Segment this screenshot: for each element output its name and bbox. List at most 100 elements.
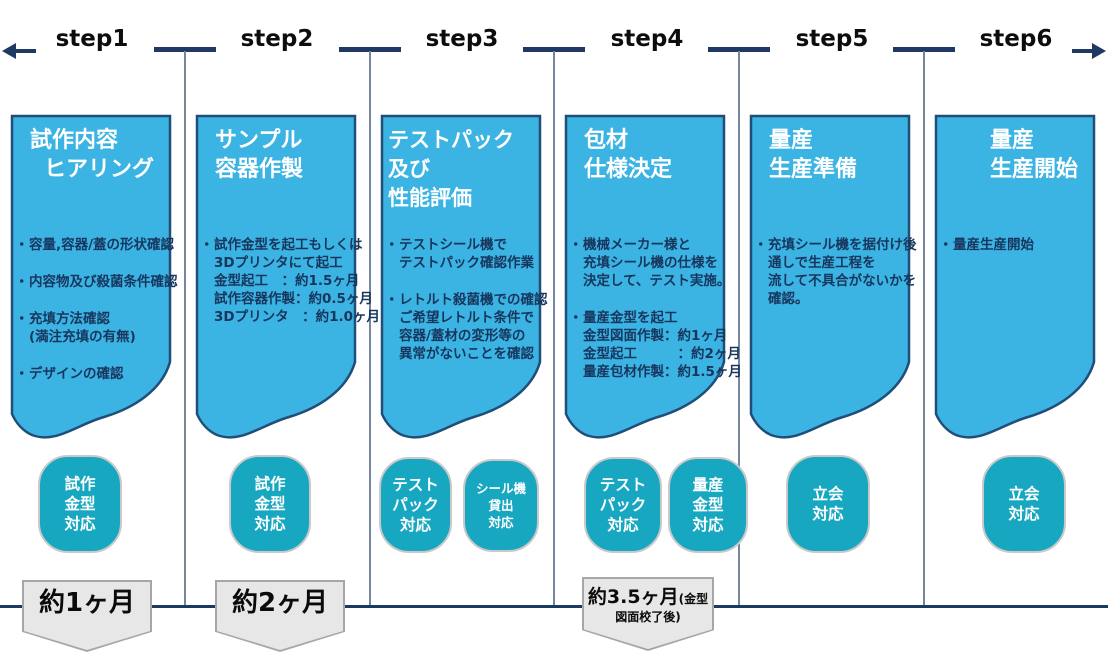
bullet-line: テストシール機で [399, 237, 507, 253]
duration-main: 約3.5ヶ月 [587, 586, 679, 608]
timeline-cap [339, 47, 401, 52]
bullet-line: 充填シール機を据付け後 [768, 237, 917, 253]
card-title-line: 仕様決定 [584, 157, 673, 182]
bullet-item: ・ 内容物及び殺菌条件確認 [15, 273, 182, 291]
timeline-right-arrow-icon [1072, 43, 1106, 59]
card-title-line: 生産開始 [990, 157, 1079, 182]
bullet-line: 容器/蓋材の変形等の [399, 328, 526, 344]
badge-line: パック [599, 496, 647, 514]
card-bullets: ・ テストシール機で テストパック確認作業 ・ レトルト殺菌機での確認 ご希望レ… [385, 236, 552, 382]
bullet-line: 量産包材作製：約1.5ヶ月 [583, 364, 742, 380]
bullet-marker: ・ [569, 237, 583, 253]
card-title: 量産 生産開始 [934, 114, 1096, 184]
badge-line: 対応 [692, 516, 724, 534]
badge-line: 対応 [1008, 505, 1040, 523]
banner-shape [564, 114, 726, 439]
card-title-line: 生産準備 [769, 157, 858, 182]
badge-line: 金型 [254, 495, 286, 513]
card-bullets: ・ 充填シール機を据付け後 通しで生産工程を 流して不具合がないかを 確認。 [754, 236, 921, 327]
bullet-line: 異常がないことを確認 [399, 346, 534, 362]
duration-label: 約1ヶ月 [22, 580, 152, 622]
bullet-line: テストパック確認作業 [399, 255, 534, 271]
bullet-line: 金型図面作製：約1ヶ月 [583, 328, 728, 344]
card-title: 包材 仕様決定 [564, 114, 726, 184]
card-title-line: 量産 [769, 128, 814, 153]
timeline-baseline [0, 605, 1108, 608]
bullet-line: (満注充填の有無) [29, 329, 136, 345]
card-title-line: 量産 [990, 128, 1035, 153]
duration-label: 約2ヶ月 [215, 580, 345, 622]
bullet-marker: ・ [200, 237, 214, 253]
card-title-line: テストパック [388, 128, 514, 152]
step-label-1: step1 [55, 26, 129, 52]
step5-card: 量産 生産準備 ・ 充填シール機を据付け後 通しで生産工程を 流して不具合がない… [749, 114, 917, 446]
bullet-line: 3Dプリンタにて起工 [214, 255, 343, 271]
bullet-line: 試作容器作製：約0.5ヶ月 [214, 291, 373, 307]
card-title-line: 及び [388, 157, 430, 181]
bullet-line: 機械メーカー様と [583, 237, 691, 253]
bullet-line: 量産生産開始 [953, 237, 1034, 253]
card-title-line: サンプル [215, 128, 303, 153]
duration-label: 約3.5ヶ月(金型 [582, 577, 714, 610]
card-title: 試作内容 ヒアリング [10, 114, 172, 184]
duration-tag-3: 約3.5ヶ月(金型 図面校了後) [582, 577, 714, 651]
step6-card: 量産 生産開始 ・ 量産生産開始 [934, 114, 1096, 446]
step-label-3: step3 [425, 26, 499, 52]
bullet-line: 試作金型を起工もしくは [214, 237, 363, 253]
badge-witness-support: 立会 対応 [982, 455, 1066, 553]
duration-sub: 図面校了後) [615, 610, 681, 624]
column-divider [184, 51, 186, 606]
banner-shape [195, 114, 357, 439]
bullet-line: 流して不具合がないかを [768, 273, 917, 289]
column-divider [553, 51, 555, 606]
column-divider [738, 51, 740, 606]
badge-line: 対応 [488, 515, 514, 530]
badge-line: 金型 [64, 495, 96, 513]
step2-card: サンプル 容器作製 ・ 試作金型を起工もしくは 3Dプリンタにて起工 金型起工 … [195, 114, 380, 446]
column-divider [923, 51, 925, 606]
bullet-marker: ・ [385, 292, 399, 308]
step-label-6: step6 [979, 26, 1053, 52]
badge-line: 金型 [692, 496, 724, 514]
card-title-line: 包材 [584, 128, 629, 153]
bullet-item: ・ 充填シール機を据付け後 通しで生産工程を 流して不具合がないかを 確認。 [754, 236, 921, 308]
badge-line: 貸出 [488, 498, 514, 513]
timeline-cap [154, 47, 216, 52]
bullet-marker: ・ [15, 366, 29, 382]
bullet-line: 金型起工 ：約1.5ヶ月 [214, 273, 360, 289]
bullet-line: ご希望レトルト条件で [399, 310, 534, 326]
badge-line: 試作 [64, 475, 96, 493]
bullet-item: ・ テストシール機で テストパック確認作業 [385, 236, 552, 272]
step1-card: 試作内容 ヒアリング ・ 容量,容器/蓋の形状確認 ・ 内容物及び殺菌条件確認 … [10, 114, 178, 446]
bullet-line: 充填方法確認 [29, 311, 110, 327]
bullet-marker: ・ [939, 237, 953, 253]
bullet-line: 通しで生産工程を [768, 255, 876, 271]
badge-trial-mold: 試作 金型 対応 [229, 455, 311, 553]
badge-production-mold: 量産 金型 対応 [668, 457, 748, 553]
timeline-left-arrow-icon [2, 43, 36, 59]
duration-tag-2: 約2ヶ月 [215, 580, 345, 652]
bullet-item: ・ 量産生産開始 [939, 236, 1106, 254]
bullet-item: ・ 充填方法確認 (満注充填の有無) [15, 310, 182, 346]
duration-tag-1: 約1ヶ月 [22, 580, 152, 652]
badge-line: 対応 [64, 515, 96, 533]
badge-test-pack: テスト パック 対応 [379, 457, 452, 553]
bullet-item: ・ 量産金型を起工 金型図面作製：約1ヶ月 金型起工 ：約2ヶ月 量産包材作製：… [569, 309, 742, 381]
bullet-line: 3Dプリンタ ：約1.0ヶ月 [214, 309, 381, 325]
bullet-line: 確認。 [768, 291, 809, 307]
step-label-5: step5 [795, 26, 869, 52]
banner-shape [934, 114, 1096, 439]
badge-line: 対応 [607, 516, 639, 534]
column-divider [369, 51, 371, 606]
badge-line: テスト [599, 476, 647, 494]
badge-line: 量産 [692, 476, 724, 494]
duration-main: 約1ヶ月 [38, 588, 136, 618]
bullet-line: 充填シール機の仕様を [583, 255, 718, 271]
bullet-item: ・ デザインの確認 [15, 365, 182, 383]
bullet-marker: ・ [569, 310, 583, 326]
badge-line: 試作 [254, 475, 286, 493]
card-bullets: ・ 量産生産開始 [939, 236, 1106, 273]
timeline-cap [708, 47, 770, 52]
card-title: サンプル 容器作製 [195, 114, 357, 184]
banner-shape [380, 114, 542, 439]
